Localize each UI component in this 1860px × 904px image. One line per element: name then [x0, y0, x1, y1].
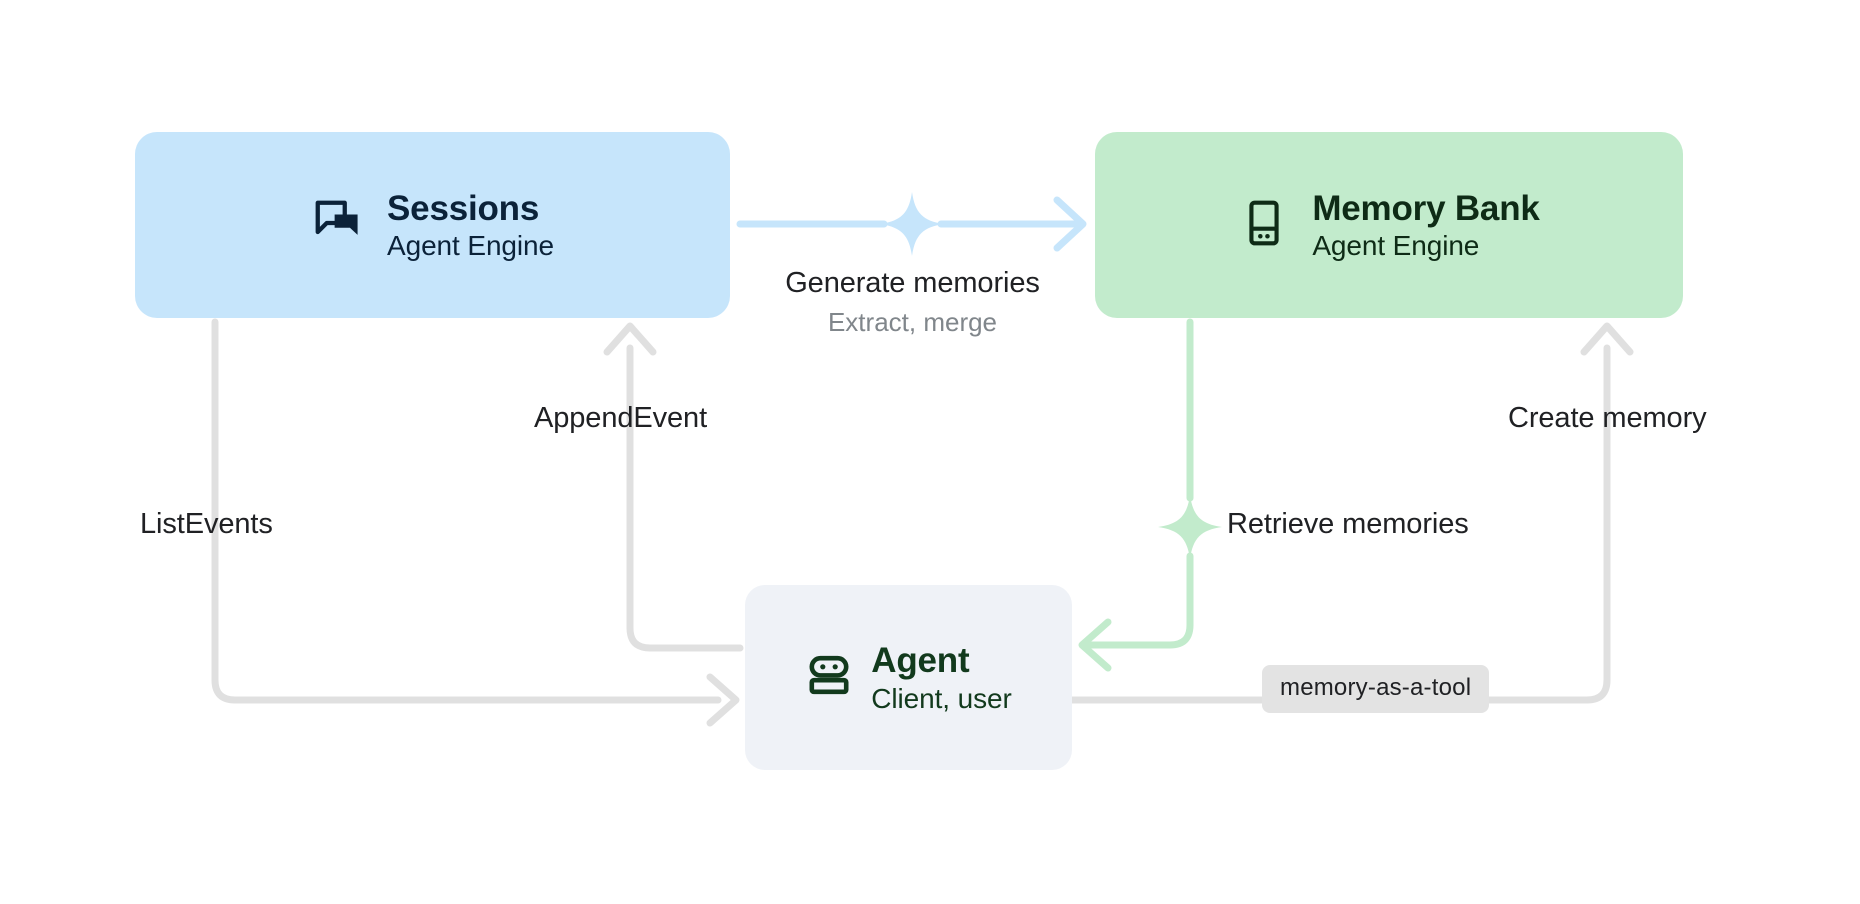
node-sessions-title: Sessions: [387, 188, 540, 228]
edge-label-generate-memories-main: Generate memories: [785, 267, 1040, 299]
sparkle-icon-retrieve: [1158, 495, 1222, 559]
edge-generate-memories: [736, 196, 1087, 252]
edge-create-memory: [1068, 322, 1634, 704]
node-memory-bank-text: Memory Bank Agent Engine: [1312, 188, 1540, 262]
node-memory-bank-title: Memory Bank: [1312, 188, 1540, 228]
edge-append-event: [603, 322, 744, 652]
node-sessions-text: Sessions Agent Engine: [387, 188, 554, 262]
sparkle-icon-generate: [880, 192, 944, 256]
edge-retrieve-memories: [1078, 318, 1194, 672]
edge-list-events: [211, 318, 740, 727]
edge-label-create-memory: Create memory: [1508, 402, 1707, 435]
node-memory-bank-subtitle: Agent Engine: [1312, 230, 1480, 262]
edge-label-retrieve-memories: Retrieve memories: [1227, 508, 1469, 541]
database-storage-icon: [1238, 197, 1290, 254]
node-memory-bank[interactable]: Memory Bank Agent Engine: [1095, 132, 1683, 318]
edge-label-append-event: AppendEvent: [534, 402, 707, 435]
edge-label-generate-memories: Generate memories Extract, merge: [770, 267, 1055, 338]
node-agent-title: Agent: [871, 641, 970, 681]
node-sessions-subtitle: Agent Engine: [387, 230, 554, 262]
node-agent-subtitle: Client, user: [871, 682, 1012, 714]
chip-memory-as-a-tool: memory-as-a-tool: [1262, 665, 1490, 713]
node-agent[interactable]: Agent Client, user: [745, 585, 1072, 770]
node-sessions[interactable]: Sessions Agent Engine: [135, 132, 730, 318]
node-agent-text: Agent Client, user: [871, 640, 1012, 714]
edge-label-list-events: ListEvents: [140, 508, 273, 541]
edge-label-generate-memories-sub: Extract, merge: [827, 307, 998, 337]
chat-bubbles-icon: [311, 196, 365, 255]
edge-label-create-memory-main: Create memory: [1508, 402, 1707, 434]
edge-label-retrieve-memories-main: Retrieve memories: [1227, 508, 1469, 540]
edge-label-list-events-main: ListEvents: [140, 508, 273, 540]
edge-label-append-event-main: AppendEvent: [534, 402, 708, 434]
robot-head-icon: [805, 651, 853, 704]
